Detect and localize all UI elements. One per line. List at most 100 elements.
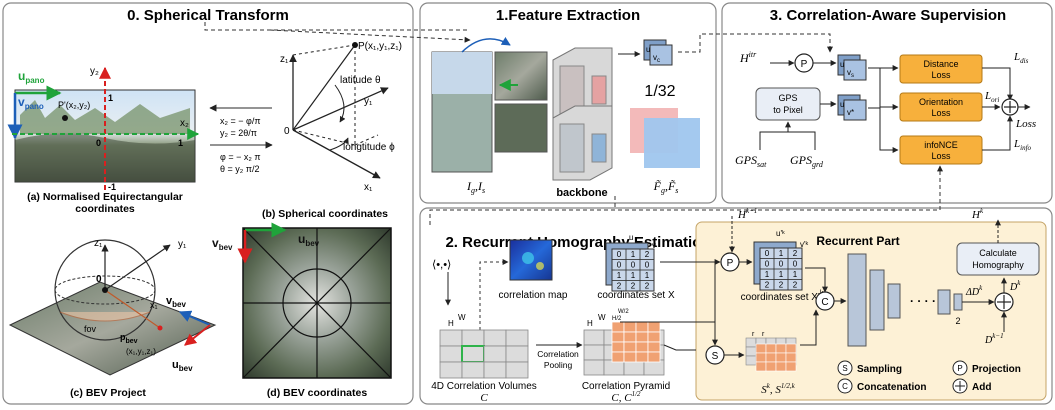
backbone-top-front: [591, 75, 607, 105]
coords-xk-cell: [787, 279, 803, 291]
proj-circle-sup-label: P: [801, 59, 808, 70]
neg-one: -1: [108, 182, 116, 192]
net-block-1: [847, 253, 867, 347]
sk-front-cell: [765, 361, 777, 372]
feature-map-s: [644, 118, 700, 168]
caption-a-2: coordinates: [75, 203, 135, 215]
bev-plane: [8, 281, 217, 376]
y1-label: y₁: [364, 96, 373, 107]
l-ori-label: Lori: [984, 90, 999, 104]
sk-r1: r: [752, 331, 755, 338]
p-bev-coords: (x₁,y₁,z₁): [126, 347, 156, 356]
longitude-arc: [329, 137, 349, 151]
coords-xk-value: 2: [793, 281, 798, 290]
gps-sat-label: GPSsat: [735, 153, 767, 169]
pyr-h-label: H: [587, 319, 593, 328]
flow-recurrent-supervision: [429, 165, 943, 225]
title-spherical: 0. Spherical Transform: [127, 7, 289, 24]
coords-xk-value: 1: [765, 270, 770, 279]
corr-volume-cell: [505, 361, 529, 379]
concat-circle-label: C: [821, 297, 828, 308]
coords-x-cell: [639, 280, 655, 292]
corr-volume-cell: [439, 345, 463, 363]
pyramid-front-cell: [635, 321, 649, 333]
u-bev-label: ubev: [172, 359, 193, 373]
spherical-coords: [289, 42, 389, 179]
d-u-label: ubev: [298, 232, 320, 248]
gps-sat-arrow: [759, 121, 791, 150]
equirect-panel: [7, 66, 200, 190]
pyramid-front-cell: [611, 331, 625, 343]
backbone-bottom-mid: [559, 123, 585, 173]
distance-label: Distance: [923, 59, 958, 69]
coords-xk-value: 0: [793, 260, 798, 269]
title-feature: 1.Feature Extraction: [496, 7, 640, 24]
recurrent-part-title: Recurrent Part: [816, 234, 899, 248]
uvs-u: u: [840, 60, 844, 69]
sk-r2: r: [762, 331, 765, 338]
corr-volume-grid: [439, 329, 529, 379]
ground-sky: [432, 52, 492, 94]
uvc-u: u: [646, 45, 650, 54]
legend-sampling: Sampling: [857, 364, 902, 375]
corr-volume-cell: [483, 345, 507, 363]
corr-volume-cell: [439, 361, 463, 379]
orientation-label: Orientation: [919, 97, 963, 107]
h-k1-label: Hk−1: [737, 207, 757, 221]
coords-xk-value: 2: [779, 281, 784, 290]
uvc-block: [643, 39, 673, 66]
bev-y1-label: y₁: [178, 239, 187, 250]
bev-project: [8, 239, 217, 376]
sk-front-cell: [765, 352, 777, 363]
v-bev-label: vbev: [166, 295, 186, 309]
pyramid-front-cell: [635, 351, 649, 363]
to-pixel-label: to Pixel: [773, 105, 803, 115]
sk-grid: [745, 337, 797, 372]
pprime-label: P'(x₂,y₂): [58, 100, 90, 110]
distance-loss-label: Loss: [931, 70, 951, 80]
uvstar-v: v*: [847, 108, 854, 117]
caption-c: (c) BEV Project: [70, 387, 146, 399]
net-block-5: [953, 293, 963, 311]
coords-xk-value: 0: [779, 260, 784, 269]
pyramid-front-cell: [647, 351, 661, 363]
eq-theta: θ = y₂ π/2: [220, 164, 259, 174]
calc-label-2: Homography: [972, 260, 1024, 270]
uvc-to-supervision: [678, 33, 833, 53]
sk-front-cell: [775, 361, 787, 372]
coords-x-value: 2: [645, 282, 650, 291]
calc-label-1: Calculate: [979, 248, 1017, 258]
sampling-circle-label: S: [712, 351, 719, 362]
dk-label: Dk: [1009, 279, 1021, 293]
vol-c-label: C: [480, 392, 488, 404]
vol4d-label: 4D Correlation Volumes: [431, 381, 537, 392]
coords-x-value: 2: [631, 282, 636, 291]
sk-label: Sk, S1/2,k: [761, 382, 795, 396]
x1-label: x₁: [364, 182, 373, 193]
input-images: [431, 36, 548, 173]
volume-to-corrmap: [479, 259, 509, 330]
legend-add: Add: [972, 382, 991, 393]
coords-x-value: 1: [645, 271, 650, 280]
coords-xk-value: 1: [793, 270, 798, 279]
coords-x-value: 0: [617, 261, 622, 270]
grid-u: u: [629, 233, 633, 242]
flow-to-feature-img: [269, 29, 471, 43]
bev-z1-label: z₁: [94, 238, 103, 249]
bev-zero: 0: [96, 274, 102, 285]
legend-p-letter: P: [957, 364, 962, 373]
latitude-label: latitude θ: [340, 75, 381, 86]
fov-label: fov: [84, 324, 97, 334]
zero-label: 0: [96, 138, 101, 148]
x2-label: x₂: [180, 118, 189, 129]
pooling-label-1: Correlation: [537, 349, 579, 359]
sk-front-cell: [785, 361, 797, 372]
corr-pyramid-grid: [583, 321, 665, 376]
pyramid-front-cell: [647, 331, 661, 343]
f-label: F̃g,F̃s: [653, 179, 679, 195]
uvs-v: vs: [847, 68, 854, 79]
uvc-v: vc: [653, 53, 660, 64]
ground-to-bev-arrow: [461, 36, 511, 53]
